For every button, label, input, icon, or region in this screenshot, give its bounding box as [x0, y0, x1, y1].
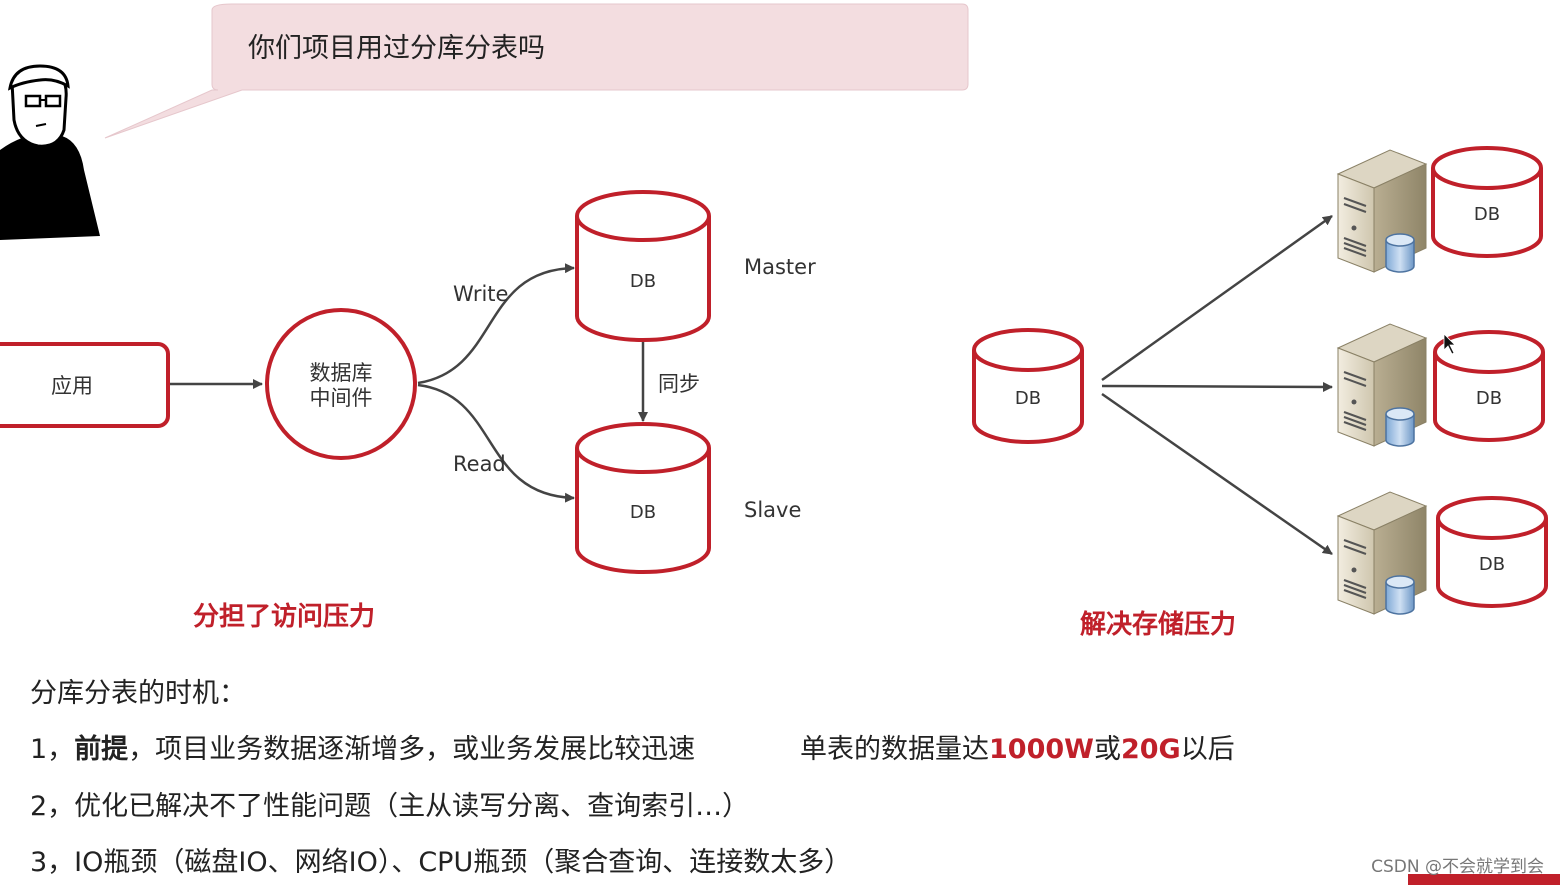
note-item-1-side: 单表的数据量达1000W或20G以后 [800, 727, 1235, 766]
side-text-c: 或 [1093, 734, 1121, 765]
server-icon [1336, 323, 1428, 447]
bubble-question: 你们项目用过分库分表吗 [248, 33, 545, 64]
left-arrows [168, 263, 648, 503]
fanout-arrows [1101, 214, 1333, 556]
side-highlight-size: 20G [1120, 734, 1181, 765]
notes-heading: 分库分表的时机： [30, 678, 246, 709]
master-db-label: DB [630, 271, 656, 292]
note-item-2: 2，优化已解决不了性能问题（主从读写分离、查询索引…） [30, 791, 750, 822]
write-arrow [417, 263, 575, 385]
note-item-3: 3，IO瓶颈（磁盘IO、网络IO）、CPU瓶颈（聚合查询、连接数太多） [30, 847, 852, 878]
side-text-e: 以后 [1180, 734, 1235, 765]
left-caption: 分担了访问压力 [193, 602, 376, 632]
fanout-arrow-top [1101, 214, 1333, 382]
sync-label: 同步 [658, 372, 700, 396]
slave-db-cylinder: DB [575, 422, 711, 574]
target-db-cylinder: DB [1436, 496, 1548, 608]
server-icon [1336, 491, 1428, 615]
person-avatar-icon [0, 64, 100, 240]
target-db-label: DB [1476, 388, 1502, 409]
fanout-arrow-middle [1101, 381, 1333, 392]
slave-label: Slave [744, 498, 801, 522]
target-db-label: DB [1474, 204, 1500, 225]
read-label: Read [453, 452, 506, 476]
app-box: 应用 [0, 342, 170, 428]
source-db-label: DB [1015, 388, 1041, 409]
read-arrow [417, 383, 575, 503]
side-text-a: 单表的数据量达 [800, 734, 989, 765]
middleware-node: 数据库 中间件 [265, 308, 417, 460]
note-item-1: 1，前提，项目业务数据逐渐增多，或业务发展比较迅速 [30, 727, 695, 766]
master-label: Master [744, 255, 816, 279]
middleware-label-1: 数据库 [310, 361, 373, 385]
cursor-icon [1443, 333, 1456, 355]
side-highlight-rows: 1000W [989, 734, 1094, 765]
target-db-cylinder: DB [1433, 330, 1545, 442]
middleware-label-2: 中间件 [310, 386, 373, 410]
note-item-1-rest: ，项目业务数据逐渐增多，或业务发展比较迅速 [128, 734, 696, 765]
note-item-1-strong: 前提 [74, 734, 129, 765]
speech-bubble [104, 3, 969, 139]
slave-db-label: DB [630, 502, 656, 523]
source-db-cylinder: DB [972, 328, 1084, 444]
target-db-label: DB [1479, 554, 1505, 575]
note-item-1-prefix: 1， [30, 734, 75, 765]
right-caption: 解决存储压力 [1080, 610, 1237, 640]
fanout-arrow-bottom [1101, 392, 1333, 556]
write-label: Write [453, 282, 508, 306]
watermark-bar [1408, 874, 1560, 885]
server-icon [1336, 149, 1428, 273]
watermark-text: CSDN @不会就学到会 [1371, 857, 1544, 877]
app-label: 应用 [51, 374, 93, 398]
master-db-cylinder: DB [575, 190, 711, 342]
target-db-cylinder: DB [1431, 146, 1543, 258]
